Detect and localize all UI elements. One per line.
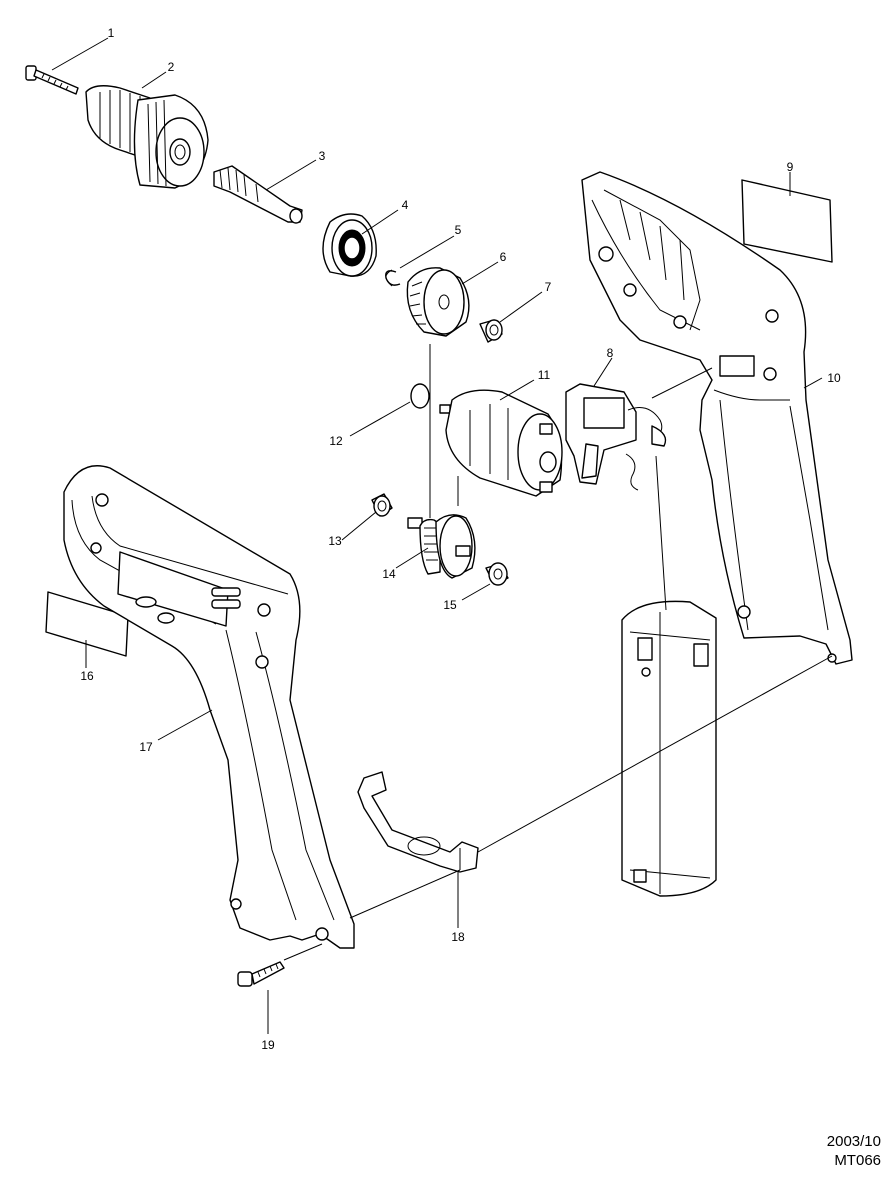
- part-ring-5: [385, 269, 401, 287]
- part-screw-19: [237, 961, 285, 987]
- part-gear-6: [406, 267, 470, 337]
- part-label-17: 17: [139, 740, 153, 754]
- part-bushing-13: [371, 493, 393, 517]
- part-label-12: 12: [329, 434, 343, 448]
- part-label-7: 7: [545, 280, 552, 294]
- part-label-13: 13: [328, 534, 342, 548]
- part-label-2: 2: [168, 60, 175, 74]
- part-labels: 1 2 3 4 5 6 7 8 9 10 11 12 13 14 15 16 1…: [80, 26, 841, 1052]
- part-gear-14: [407, 514, 476, 579]
- part-screw-1: [25, 65, 79, 95]
- part-label-10: 10: [827, 371, 841, 385]
- part-housing-right-10: [581, 171, 853, 665]
- footer-code: MT066: [834, 1152, 881, 1169]
- part-oring-12: [410, 383, 430, 409]
- part-label-9: 9: [787, 160, 794, 174]
- part-label-1: 1: [108, 26, 115, 40]
- part-motor-11: [439, 389, 563, 497]
- part-bushing-15: [485, 562, 509, 586]
- part-label-18: 18: [451, 930, 465, 944]
- part-switch-8: [565, 383, 667, 491]
- part-label-16: 16: [80, 669, 94, 683]
- part-label-4: 4: [402, 198, 409, 212]
- part-label-19: 19: [261, 1038, 275, 1052]
- part-spindle-3: [213, 165, 303, 224]
- part-label-9: [741, 179, 833, 263]
- part-label-14: 14: [382, 567, 396, 581]
- part-bushing-7: [479, 319, 503, 343]
- part-clip-18: [357, 771, 479, 873]
- part-label-3: 3: [319, 149, 326, 163]
- part-label-15: 15: [443, 598, 457, 612]
- part-label-16: [45, 591, 129, 657]
- leader-lines: [51, 37, 833, 1034]
- part-chuck-2: [85, 85, 209, 189]
- part-label-6: 6: [500, 250, 507, 264]
- part-housing-left-17: [63, 465, 355, 949]
- part-bearing-4: [322, 213, 377, 277]
- part-label-5: 5: [455, 223, 462, 237]
- footer-date: 2003/10: [826, 1133, 881, 1150]
- part-label-11: 11: [538, 368, 551, 382]
- part-label-8: 8: [607, 346, 614, 360]
- battery-pack: [621, 600, 717, 897]
